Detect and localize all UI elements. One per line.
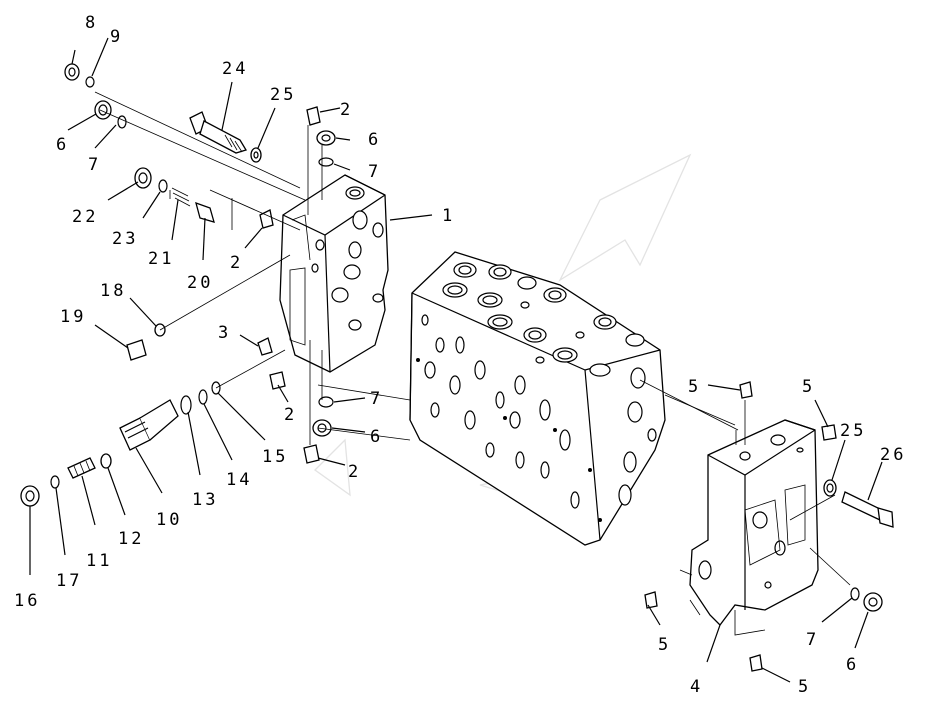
callout-21: 21 bbox=[148, 249, 174, 269]
callout-15: 15 bbox=[262, 447, 288, 467]
callout-7: 7 bbox=[806, 630, 819, 650]
callout-2: 2 bbox=[348, 462, 361, 482]
callout-12: 12 bbox=[118, 529, 144, 549]
callout-14: 14 bbox=[226, 470, 252, 490]
callout-3: 3 bbox=[218, 323, 231, 343]
callout-6: 6 bbox=[56, 135, 69, 155]
callout-1: 1 bbox=[442, 206, 455, 226]
callout-7: 7 bbox=[88, 155, 101, 175]
callout-24: 24 bbox=[222, 59, 248, 79]
callout-18: 18 bbox=[100, 281, 126, 301]
callout-labels: 8 9 6 7 24 25 2 6 7 1 22 23 21 20 2 18 1… bbox=[14, 13, 906, 697]
section-body-4 bbox=[689, 419, 819, 626]
callout-5: 5 bbox=[688, 377, 701, 397]
main-valve-body bbox=[409, 251, 666, 546]
callout-2: 2 bbox=[340, 100, 353, 120]
small-parts bbox=[20, 63, 894, 672]
callout-17: 17 bbox=[56, 571, 82, 591]
callout-5: 5 bbox=[802, 377, 815, 397]
callout-25: 25 bbox=[840, 421, 866, 441]
callout-5: 5 bbox=[798, 677, 811, 697]
callout-2: 2 bbox=[284, 405, 297, 425]
callout-2: 2 bbox=[230, 253, 243, 273]
callout-9: 9 bbox=[110, 27, 123, 47]
section-body-1 bbox=[279, 174, 389, 373]
callout-13: 13 bbox=[192, 490, 218, 510]
callout-22: 22 bbox=[72, 207, 98, 227]
callout-23: 23 bbox=[112, 229, 138, 249]
callout-11: 11 bbox=[86, 551, 112, 571]
callout-26: 26 bbox=[880, 445, 906, 465]
callout-6: 6 bbox=[368, 130, 381, 150]
callout-20: 20 bbox=[187, 273, 213, 293]
callout-10: 10 bbox=[156, 510, 182, 530]
callout-8: 8 bbox=[85, 13, 98, 33]
leader-lines bbox=[29, 37, 883, 683]
callout-6: 6 bbox=[370, 427, 383, 447]
callout-7: 7 bbox=[368, 162, 381, 182]
callout-16: 16 bbox=[14, 591, 40, 611]
callout-25: 25 bbox=[270, 85, 296, 105]
callout-5: 5 bbox=[658, 635, 671, 655]
callout-19: 19 bbox=[60, 307, 86, 327]
callout-7: 7 bbox=[370, 389, 383, 409]
callout-4: 4 bbox=[690, 677, 703, 697]
callout-6: 6 bbox=[846, 655, 859, 675]
